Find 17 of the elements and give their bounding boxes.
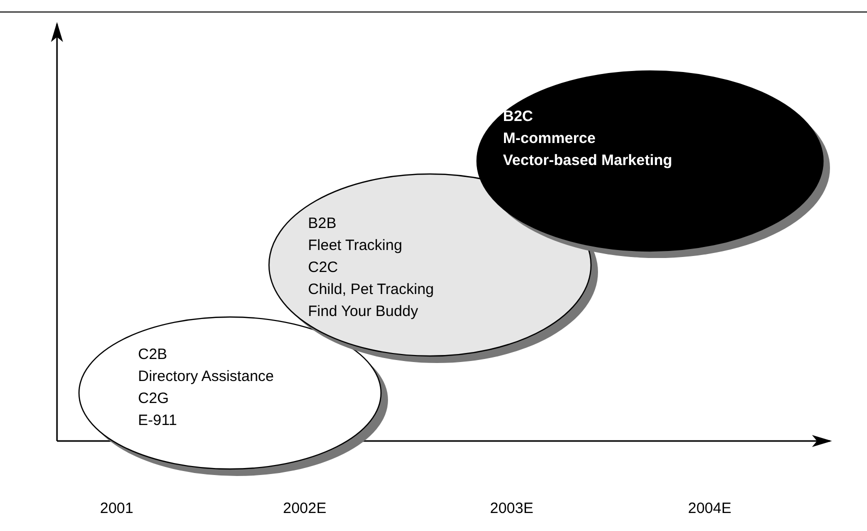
- item-text: B2B: [308, 214, 336, 234]
- item-text: Fleet Tracking: [308, 236, 402, 256]
- item-text: B2C: [503, 107, 534, 127]
- year-label: 2001: [100, 500, 134, 517]
- item-text: Directory Assistance: [138, 367, 274, 387]
- ellipse-node: [476, 70, 832, 260]
- item-text: M-commerce: [503, 129, 596, 149]
- item-text: C2B: [138, 345, 168, 365]
- item-text: Child, Pet Tracking: [308, 280, 434, 300]
- item-text: C2G: [138, 389, 169, 409]
- year-label: 2002E: [283, 500, 326, 517]
- year-label: 2004E: [688, 500, 732, 517]
- item-text: C2C: [308, 258, 338, 278]
- item-text: E-911: [138, 411, 177, 431]
- item-text: Find Your Buddy: [308, 302, 418, 322]
- year-label: 2003E: [490, 500, 534, 517]
- item-text: Vector-based Marketing: [503, 151, 672, 171]
